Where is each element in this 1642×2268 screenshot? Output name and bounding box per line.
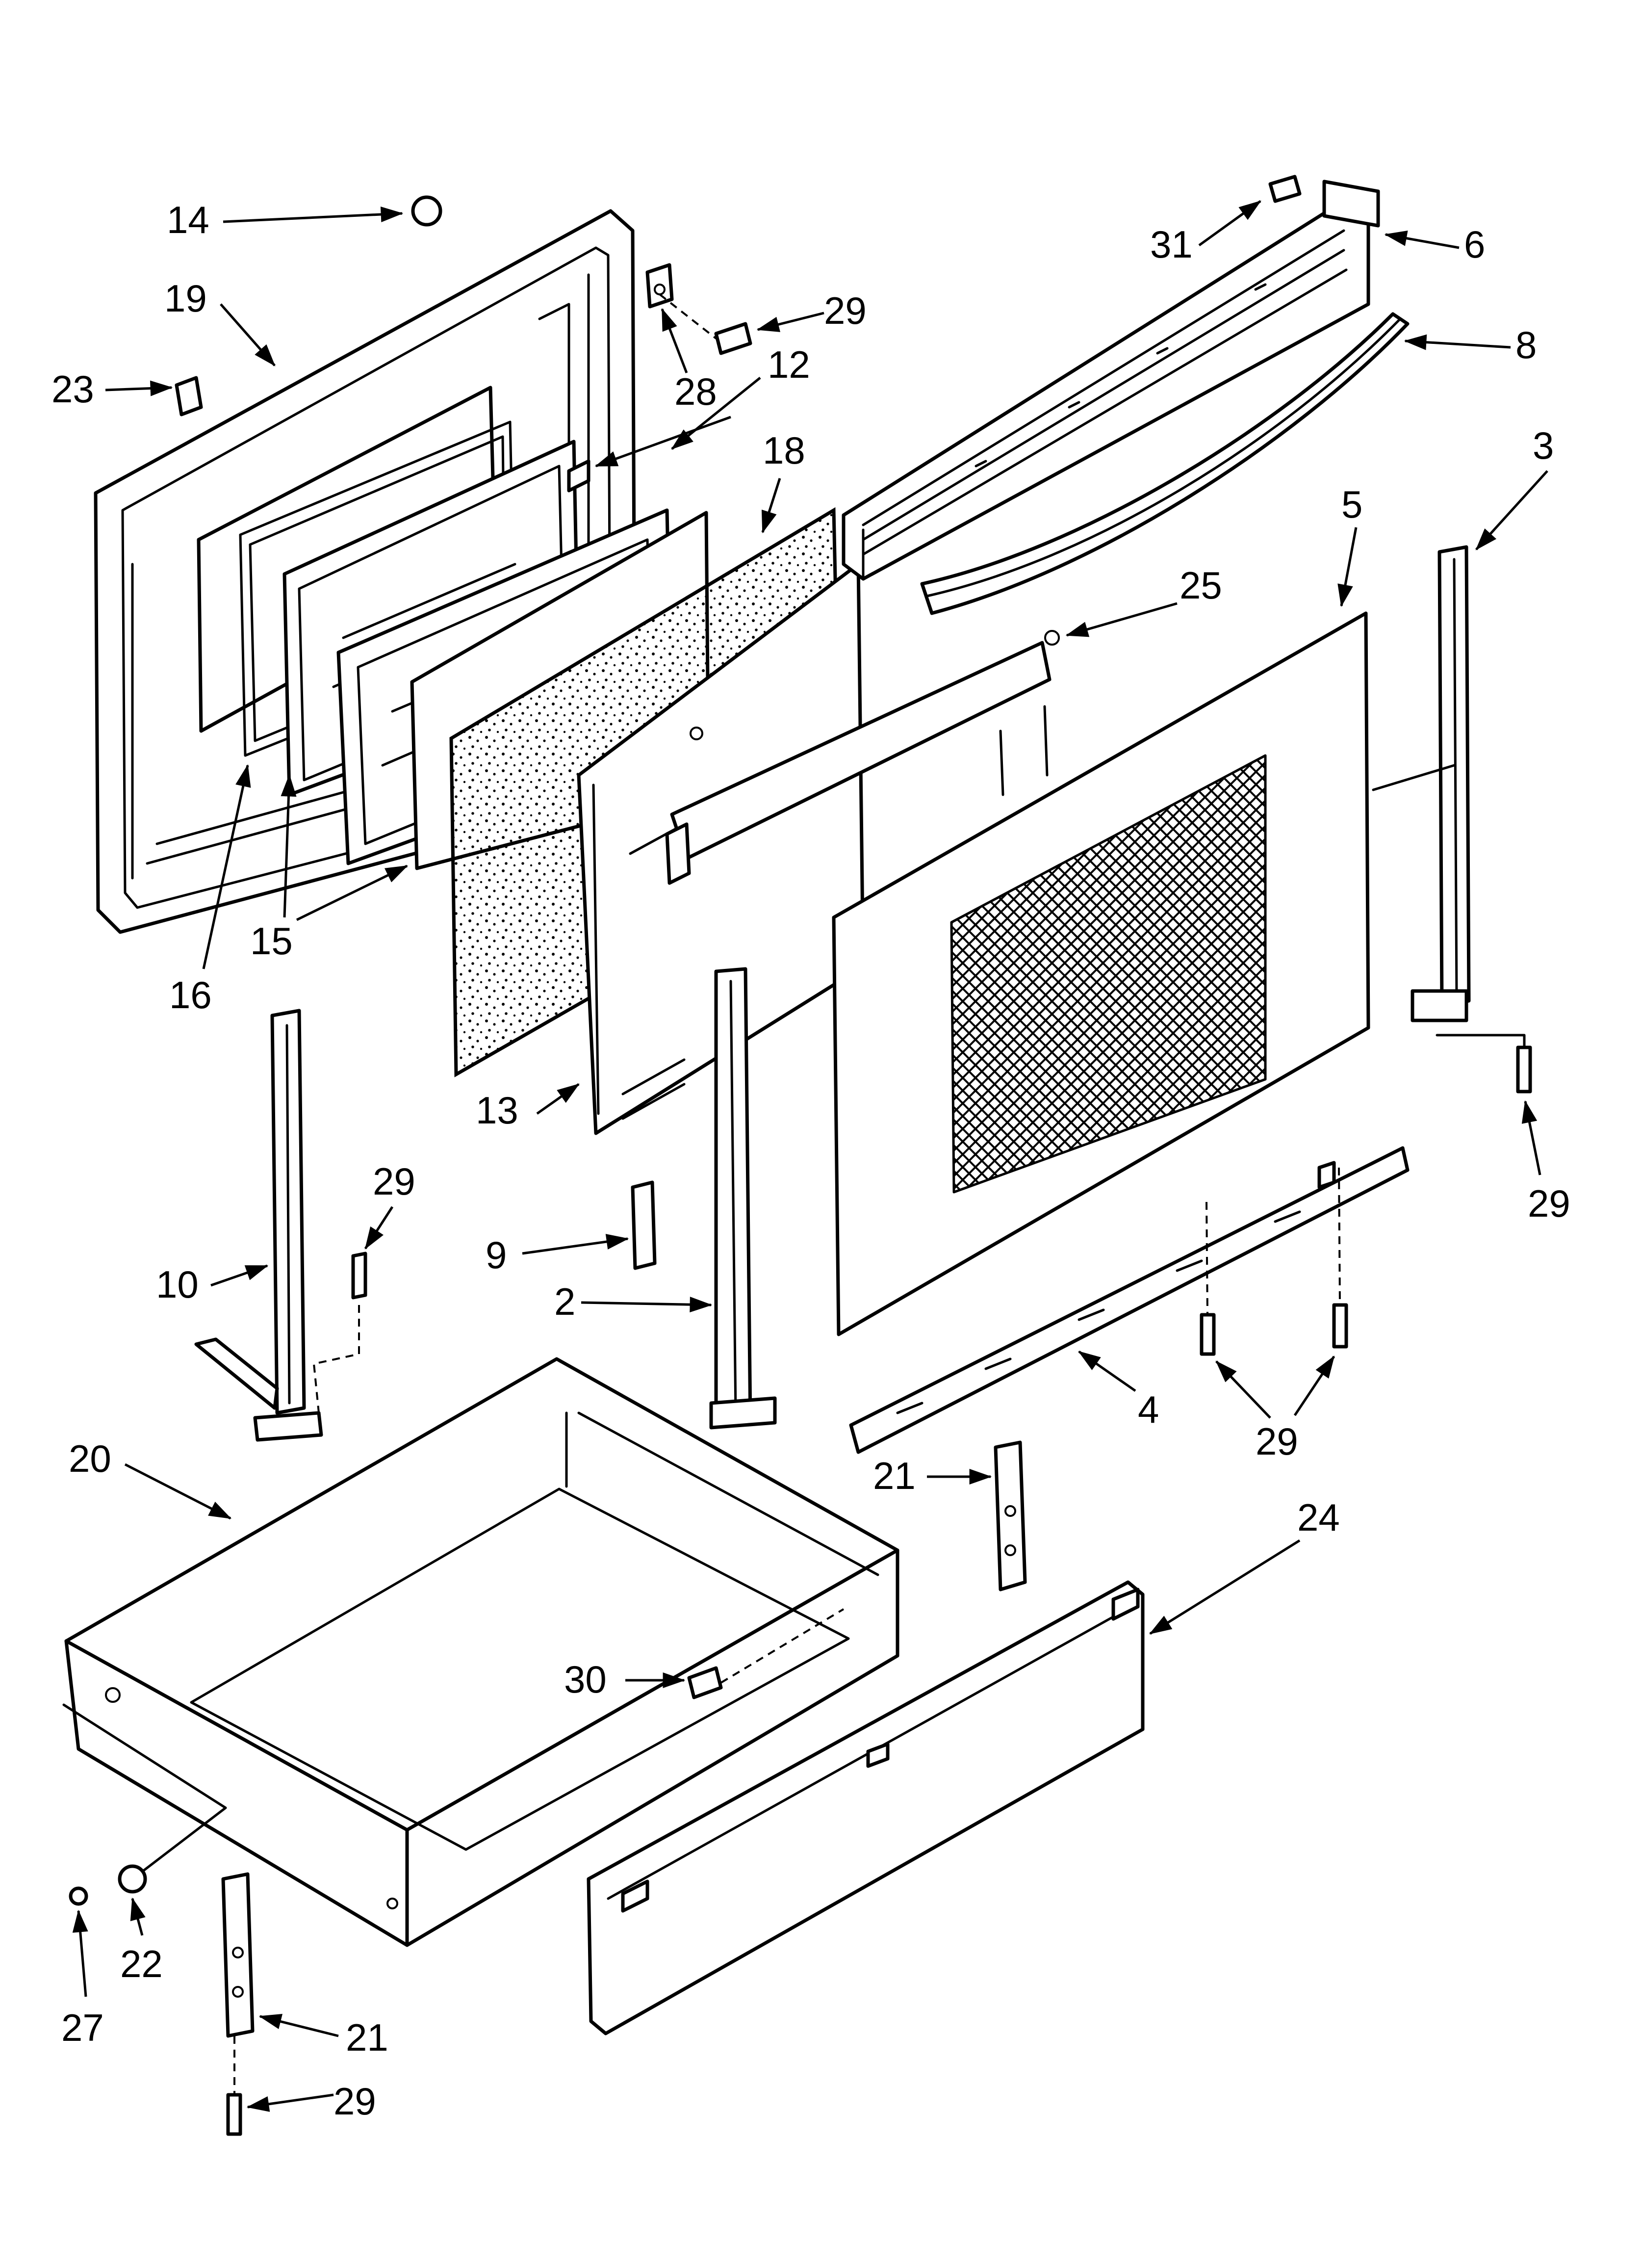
callout-24: 24 (1297, 1496, 1340, 1539)
callout-29-top: 29 (824, 289, 867, 332)
part-14-bumper (411, 195, 442, 227)
part-8-handle (920, 312, 1410, 615)
part-6-control-panel (842, 180, 1380, 581)
callout-23: 23 (51, 367, 94, 411)
callout-20: 20 (69, 1437, 111, 1480)
part-29-screw-right (1516, 1045, 1532, 1094)
part-29-screw-top (714, 322, 752, 355)
callout-31: 31 (1150, 223, 1193, 266)
screws (69, 175, 1532, 2136)
part-31-screw (1268, 175, 1302, 203)
part-30-screw (687, 1666, 723, 1699)
part-12-bracket (567, 263, 674, 493)
part-22-bolt (118, 1864, 147, 1894)
callout-6: 6 (1464, 223, 1485, 266)
callout-16: 16 (169, 973, 212, 1017)
callout-labels: 14 19 23 29 28 12 18 31 6 8 3 5 25 15 16… (51, 198, 1570, 2123)
callout-22: 22 (120, 1942, 163, 1985)
callout-9: 9 (486, 1233, 507, 1277)
part-29-screw-brace-a (1200, 1313, 1216, 1356)
leader-lines (72, 200, 1548, 2112)
callout-13: 13 (476, 1089, 518, 1132)
callout-4: 4 (1138, 1388, 1159, 1431)
part-29-screw-bottom (226, 2093, 242, 2136)
part-27-washer (69, 1886, 88, 1906)
callout-12: 12 (768, 343, 810, 386)
part-10-side-rail (194, 1009, 323, 1442)
callout-10: 10 (156, 1263, 199, 1306)
callout-29-right: 29 (1528, 1182, 1570, 1225)
callout-19: 19 (164, 277, 207, 320)
callout-5: 5 (1341, 483, 1362, 526)
part-21-drawer-slide (221, 1440, 1027, 2038)
callout-29-bottom: 29 (334, 2080, 376, 2123)
part-25-handle-mount (665, 630, 1060, 885)
part-29-screw-left (351, 1251, 367, 1300)
part-23-clip (175, 376, 203, 417)
part-5-outer-door (832, 611, 1370, 1336)
callout-28: 28 (674, 370, 717, 413)
callout-2: 2 (554, 1280, 575, 1323)
callout-29-brace: 29 (1256, 1420, 1298, 1463)
callout-29-left: 29 (373, 1160, 415, 1203)
assembly-lines (62, 293, 1526, 2095)
callout-15: 15 (250, 919, 293, 963)
part-20-drawer (64, 1357, 899, 1947)
callout-21-bottom: 21 (346, 2016, 388, 2059)
part-3-side-rail (1372, 545, 1471, 1022)
part-4-bottom-brace (849, 1146, 1410, 1454)
callout-27: 27 (61, 2006, 104, 2049)
callout-18: 18 (763, 429, 805, 472)
callout-14: 14 (167, 198, 209, 241)
part-29-screw-brace-b (1332, 1303, 1348, 1349)
part-2-center-rail (709, 967, 777, 1430)
part-9-spacer (631, 1180, 657, 1270)
callout-3: 3 (1533, 424, 1554, 467)
callout-21-top: 21 (873, 1454, 916, 1497)
callout-30: 30 (564, 1658, 607, 1701)
part-24-drawer-front (587, 1580, 1145, 2035)
callout-25: 25 (1180, 564, 1222, 607)
callout-8: 8 (1515, 323, 1537, 366)
